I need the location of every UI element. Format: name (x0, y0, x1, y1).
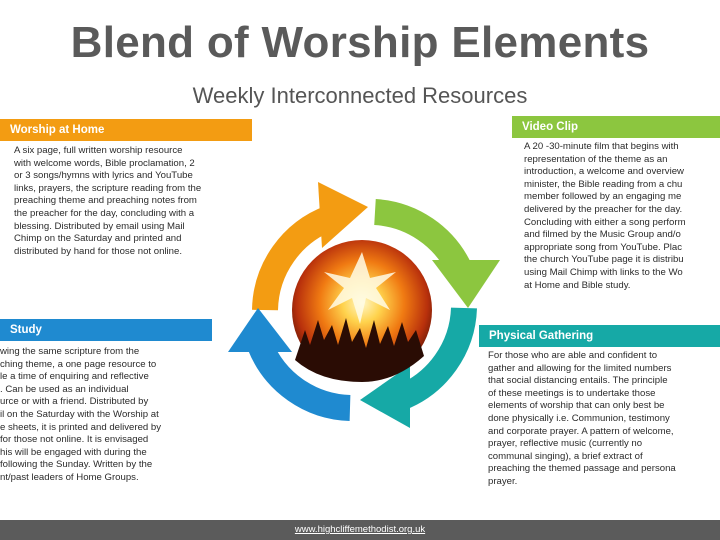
text-line: elements of worship that can only best b… (488, 400, 665, 412)
text-line: his will be engaged with during the (0, 446, 147, 458)
text-line: minister, the Bible reading from a chu (524, 178, 683, 190)
text-line: preaching the themed passage and persona (488, 463, 676, 475)
video-clip-text: A 20 -30-minute film that begins with re… (524, 141, 720, 292)
text-line: gather and allowing for the limited numb… (488, 362, 672, 374)
text-line: ching theme, a one page resource to (0, 358, 157, 370)
text-line: following the Sunday. Written by the (0, 459, 153, 471)
text-line: at Home and Bible study. (524, 279, 631, 291)
text-line: Chimp on the Saturday and printed and (14, 233, 182, 245)
physical-gathering-heading: Physical Gathering (479, 325, 720, 347)
text-line: urce or with a friend. Distributed by (0, 396, 149, 408)
text-line: representation of the theme as an (524, 153, 668, 165)
video-clip-heading: Video Clip (512, 116, 720, 138)
text-line: blessing. Distributed by email using Mai… (14, 220, 185, 232)
text-line: delivered by the preacher for the day. (524, 203, 683, 215)
text-line: for those not online. It is envisaged (0, 434, 149, 446)
text-line: and filmed by the Music Group and/o (524, 229, 681, 241)
text-line: done physically i.e. Communion, testimon… (488, 412, 670, 424)
worship-crowd-image (292, 240, 432, 382)
text-line: e sheets, it is printed and delivered by (0, 421, 162, 433)
text-line: using Mail Chimp with links to the Wo (524, 266, 683, 278)
teal-arrow (360, 307, 477, 428)
text-line: . Can be used as an individual (0, 383, 129, 395)
text-line: appropriate song from YouTube. Plac (524, 241, 683, 253)
text-line: prayer, reflective music (currently no (488, 438, 643, 450)
text-line: communal singing), a brief extract of (488, 450, 643, 462)
page-title: Blend of Worship Elements (70, 18, 650, 67)
text-line: nt/past leaders of Home Groups. (0, 471, 139, 483)
text-line: links, prayers, the scripture reading fr… (14, 182, 202, 194)
text-line: that social distancing entails. The prin… (488, 375, 668, 387)
worship-at-home-text: A six page, full written worship resourc… (14, 145, 254, 258)
bible-study-heading: Study (0, 319, 212, 341)
text-line: the church YouTube page it is distribu (524, 254, 684, 266)
text-line: member followed by an engaging me (524, 191, 682, 203)
text-line: distributed by hand for those not online… (14, 245, 183, 257)
text-line: prayer. (488, 475, 518, 487)
text-line: or 3 songs/hymns with lyrics and YouTube (14, 170, 193, 182)
worship-cycle-diagram (228, 182, 500, 428)
text-line: introduction, a welcome and overview (524, 166, 684, 178)
page-subtitle: Weekly Interconnected Resources (192, 83, 528, 108)
text-line: wing the same scripture from the (0, 346, 140, 357)
footer-bar (0, 520, 720, 540)
blue-arrow (228, 308, 351, 421)
text-line: the preacher for the day, concluding wit… (14, 207, 195, 219)
text-line: with welcome words, Bible proclamation, … (14, 157, 195, 169)
text-line: A 20 -30-minute film that begins with (524, 141, 679, 152)
text-line: of these meetings is to undertake those (488, 387, 656, 399)
green-arrow (373, 199, 500, 308)
text-line: le a time of enquiring and reflective (0, 371, 149, 383)
orange-arrow (252, 182, 368, 311)
text-line: il on the Saturday with the Worship at (0, 408, 159, 420)
bible-study-text: wing the same scripture from the ching t… (0, 346, 214, 485)
text-line: preaching theme and preaching notes from (14, 195, 197, 207)
worship-at-home-heading: Worship at Home (0, 119, 252, 141)
text-line: Concluding with either a song perform (524, 216, 686, 228)
text-line: For those who are able and confident to (488, 350, 658, 361)
physical-gathering-text: For those who are able and confident to … (488, 350, 720, 489)
website-link[interactable]: www.highcliffemethodist.org.uk (294, 524, 426, 535)
text-line: A six page, full written worship resourc… (14, 145, 183, 156)
text-line: and corporate prayer. A pattern of welco… (488, 425, 674, 437)
